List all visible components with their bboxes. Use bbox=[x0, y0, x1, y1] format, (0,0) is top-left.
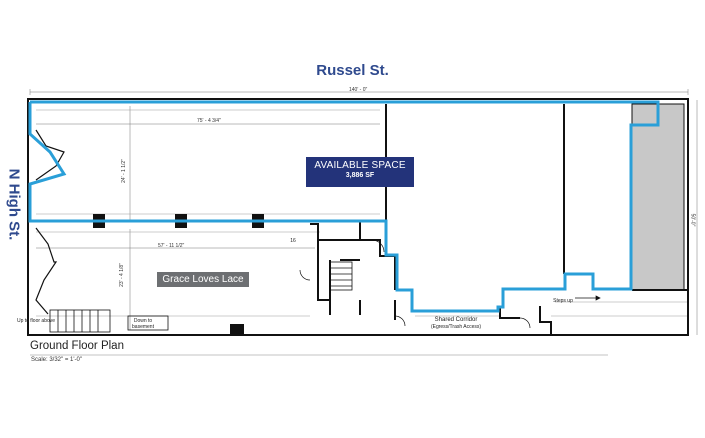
shaded-area bbox=[631, 103, 685, 291]
dimension-overall-depth: 50'-0" bbox=[689, 213, 696, 227]
steps-up-arrow bbox=[575, 295, 601, 301]
street-label-russel: Russel St. bbox=[316, 62, 389, 79]
note-stair-mark: 16 bbox=[290, 238, 296, 244]
note-up-to-floor: Up to floor above bbox=[16, 318, 56, 324]
note-steps-up: Steps up bbox=[553, 298, 573, 304]
dimension-lines bbox=[29, 89, 698, 335]
dimension-tenant-width: 57' - 11 1/2" bbox=[158, 243, 185, 249]
storefront-windows bbox=[35, 129, 65, 315]
plan-scale: Scale: 3/32" = 1'-0" bbox=[31, 357, 82, 363]
available-space-title: AVAILABLE SPACE bbox=[314, 160, 406, 171]
interior-lines bbox=[36, 109, 688, 317]
door-swings bbox=[299, 239, 531, 329]
walls bbox=[27, 98, 689, 336]
note-shared-corridor: Shared Corridor bbox=[434, 317, 478, 323]
street-label-n-high: N High St. bbox=[5, 168, 23, 241]
title-underline bbox=[30, 354, 608, 356]
note-corridor-sub: (Egress/Trash Access) bbox=[430, 324, 482, 330]
available-space-outline bbox=[28, 100, 660, 313]
available-space-area: 3,886 SF bbox=[345, 171, 375, 179]
dimension-overall-width: 140' - 0" bbox=[349, 87, 368, 93]
dimension-tenant-depth: 23' - 4 1/8" bbox=[118, 263, 125, 287]
stair-hatch bbox=[49, 261, 353, 333]
plan-title: Ground Floor Plan bbox=[30, 340, 124, 352]
available-space-badge: AVAILABLE SPACE 3,886 SF bbox=[306, 157, 414, 187]
dimension-space-width: 75' - 4 3/4" bbox=[197, 118, 221, 124]
dimension-space-depth: 24' - 1 1/2" bbox=[120, 159, 127, 183]
tenant-label: Grace Loves Lace bbox=[157, 272, 249, 287]
note-down-to-basement: Down to basement bbox=[132, 318, 154, 331]
